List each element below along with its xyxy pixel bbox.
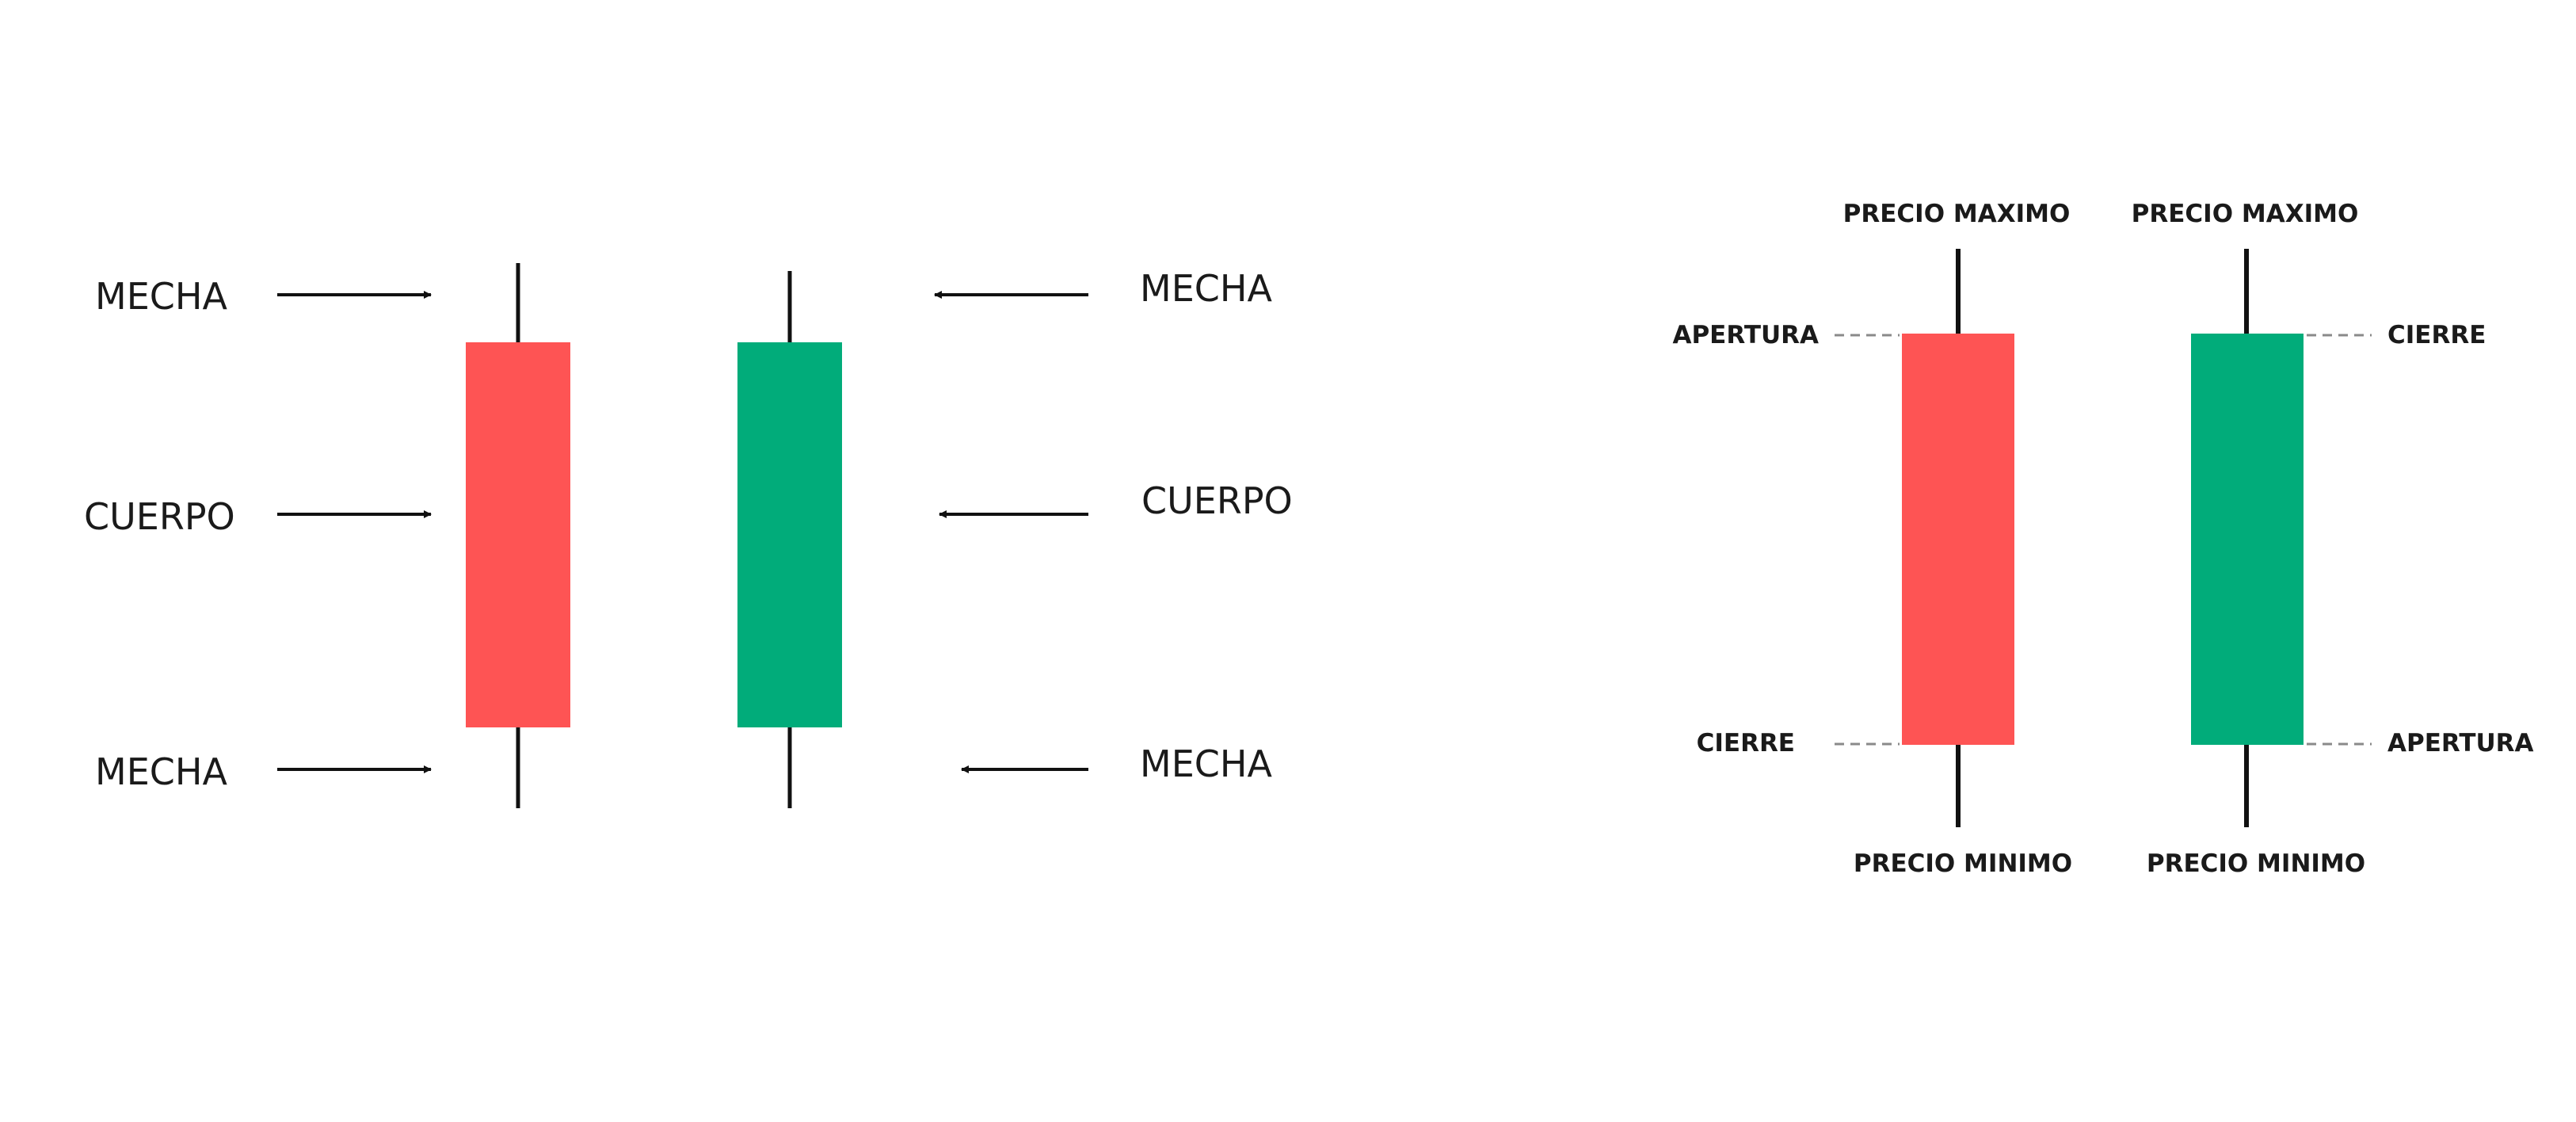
bullish-candle-anatomy xyxy=(737,271,842,808)
label-wick-bottom-right: MECHA xyxy=(1140,742,1272,785)
label-close-bullish: CIERRE xyxy=(2387,321,2486,349)
candle-body xyxy=(737,342,842,727)
label-wick-top-left: MECHA xyxy=(95,275,227,318)
candle-body xyxy=(466,342,570,727)
label-open-bearish: APERTURA xyxy=(1672,321,1819,349)
price-points-panel: PRECIO MAXIMO APERTURA CIERRE PRECIO MIN… xyxy=(1672,200,2533,878)
label-low-bullish: PRECIO MINIMO xyxy=(2147,849,2365,878)
label-wick-bottom-left: MECHA xyxy=(95,750,227,793)
label-low-bearish: PRECIO MINIMO xyxy=(1854,849,2072,878)
candle-body xyxy=(1902,334,2014,745)
anatomy-panel: MECHA CUERPO MECHA MECHA CUERPO MECHA xyxy=(84,263,1293,808)
label-high-bearish: PRECIO MAXIMO xyxy=(1843,200,2071,228)
label-high-bullish: PRECIO MAXIMO xyxy=(2132,200,2359,228)
label-body-left: CUERPO xyxy=(84,495,235,538)
label-open-bullish: APERTURA xyxy=(2387,729,2534,758)
label-close-bearish: CIERRE xyxy=(1697,729,1795,758)
bearish-candle-prices xyxy=(1835,249,2014,827)
label-wick-top-right: MECHA xyxy=(1140,267,1272,310)
bullish-candle-prices xyxy=(2191,249,2372,827)
label-body-right: CUERPO xyxy=(1141,479,1293,522)
bearish-candle-anatomy xyxy=(466,263,570,808)
candle-body xyxy=(2191,334,2304,745)
